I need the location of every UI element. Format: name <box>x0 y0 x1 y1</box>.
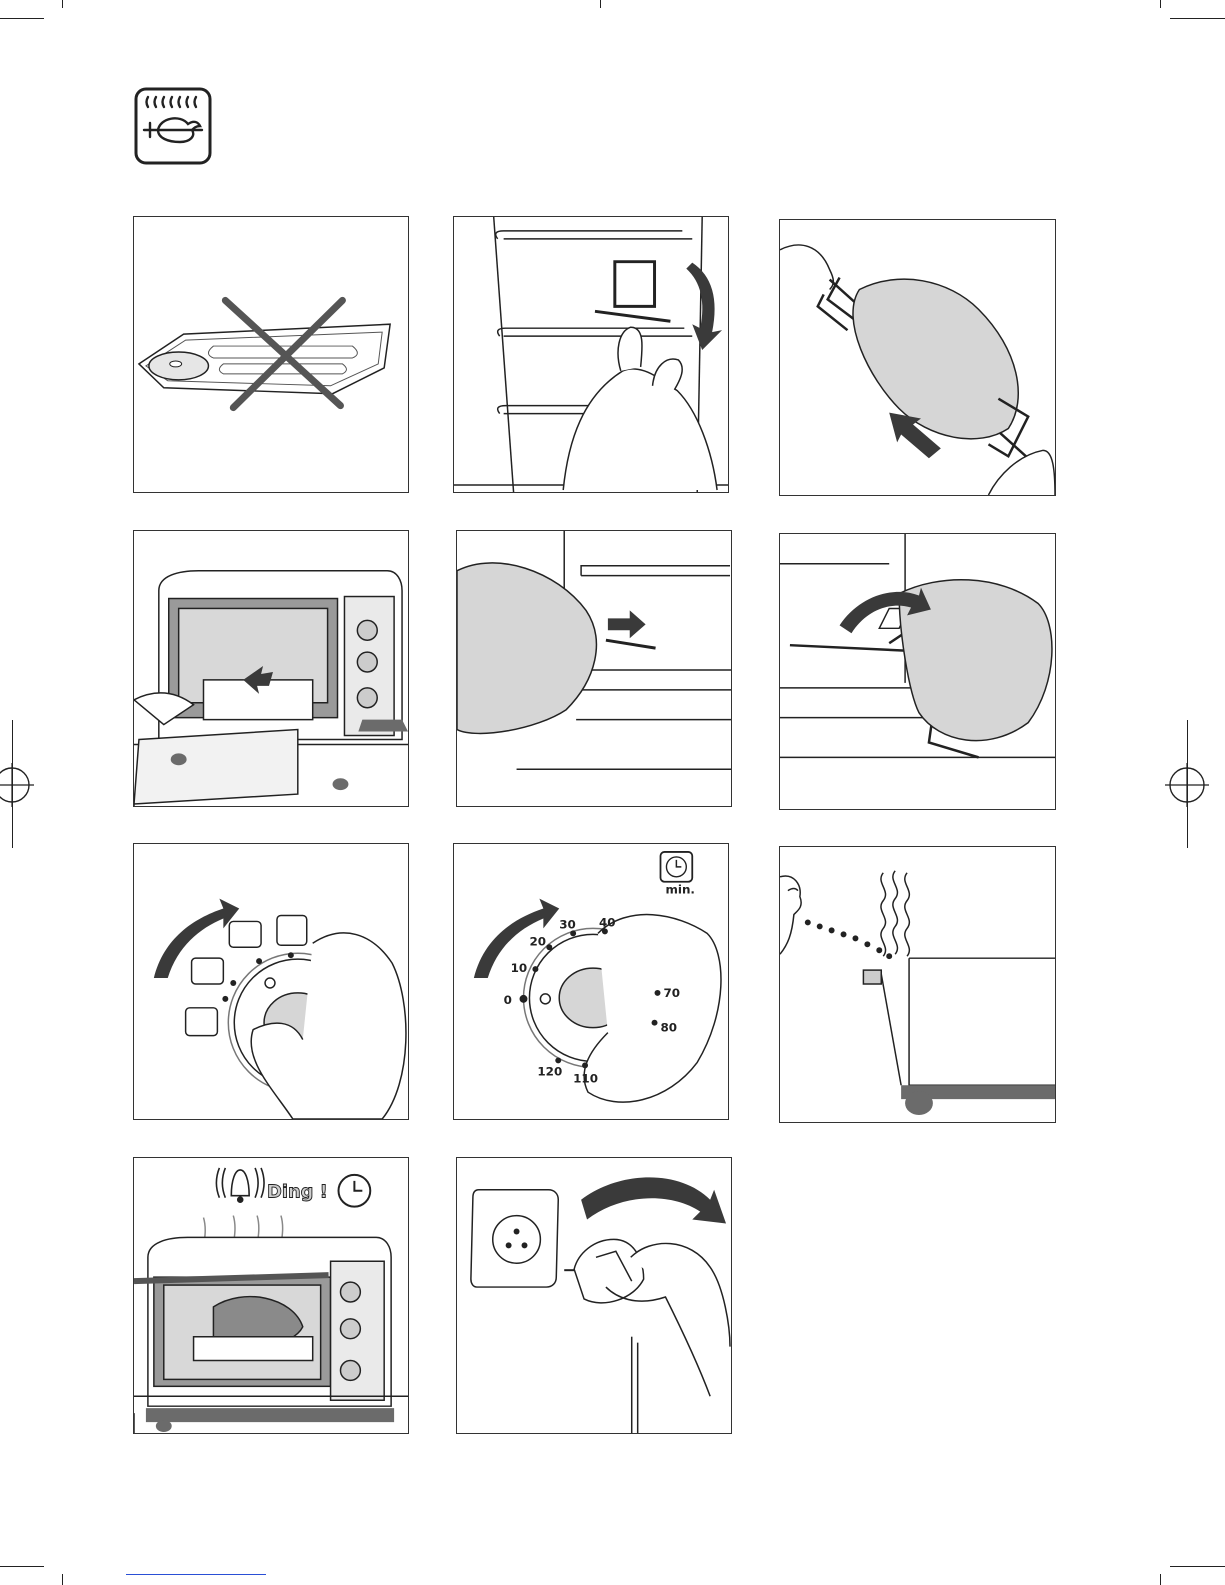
timer-dial-value: 30 <box>559 917 576 931</box>
timer-dial-value: 20 <box>529 934 546 948</box>
timer-dial-value: 110 <box>573 1071 598 1085</box>
crop-mark <box>1170 1566 1225 1567</box>
timer-dial-value: 120 <box>537 1064 562 1078</box>
step-panel-insert-drip-tray <box>133 530 409 807</box>
timer-dial-value: 10 <box>511 961 528 975</box>
timer-unit-label: min. <box>665 883 695 897</box>
crop-mark <box>600 0 601 8</box>
timer-dial-value: 70 <box>663 986 680 1000</box>
step-panel-select-rotisserie-mode <box>133 843 409 1120</box>
ding-text: Ding ! <box>267 1182 328 1203</box>
step-panel-place-spit-left <box>779 533 1056 810</box>
crop-mark <box>1170 18 1225 19</box>
timer-dial-value: 0 <box>504 993 512 1007</box>
step-panel-insert-spit-right <box>456 530 732 807</box>
registration-mark <box>0 763 34 807</box>
crop-mark <box>0 1566 44 1567</box>
footer-link-line <box>126 1574 266 1575</box>
registration-mark <box>1165 763 1209 807</box>
bell-icon <box>216 1168 264 1202</box>
clock-icon <box>339 1175 371 1207</box>
clock-icon <box>660 852 692 882</box>
timer-dial-value: 40 <box>599 915 616 929</box>
crop-mark <box>62 1574 63 1585</box>
step-panel-unplug-appliance <box>456 1157 732 1434</box>
step-panel-cooking-finished: Ding ! <box>133 1157 409 1434</box>
step-panel-attach-spit-fork <box>453 216 729 493</box>
crop-mark <box>1160 0 1161 8</box>
step-panel-watch-cooking <box>779 846 1056 1123</box>
crop-mark <box>1160 1574 1161 1585</box>
rotisserie-grill-icon <box>134 87 212 165</box>
timer-dial-value: 80 <box>660 1021 677 1035</box>
step-panel-skewer-chicken <box>779 219 1056 496</box>
step-panel-drip-tray-not-used <box>133 216 409 493</box>
crop-mark <box>62 0 63 8</box>
crop-mark <box>0 18 44 19</box>
step-panel-set-timer: min. 0 10 20 30 40 70 80 110 120 <box>453 843 729 1120</box>
